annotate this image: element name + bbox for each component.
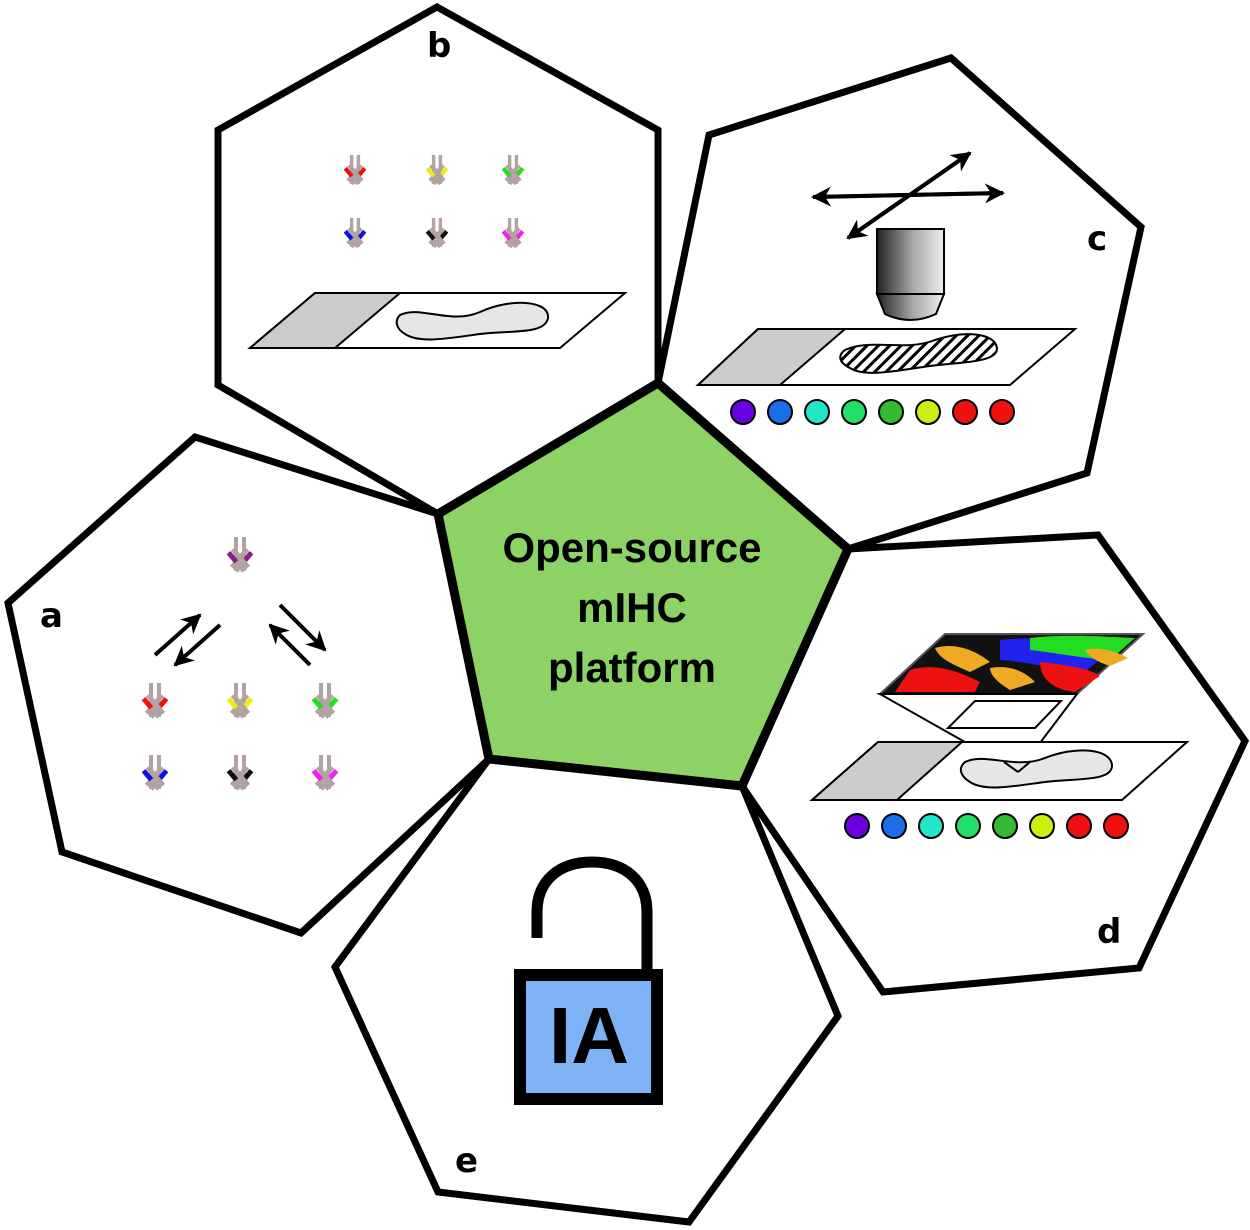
- antibody-icon: [226, 755, 254, 791]
- microscope-objective-icon: [875, 228, 946, 321]
- panel-a-label: a: [40, 596, 63, 636]
- fluorophore-dot: [730, 399, 756, 425]
- center-pentagon: [432, 377, 854, 791]
- scanned-tissue-section: [839, 333, 999, 374]
- antibody-icon: [141, 755, 169, 791]
- fluorophore-dot: [841, 399, 867, 425]
- antibody-icon: [141, 683, 169, 719]
- unbinding-arrow-icon: [173, 623, 222, 667]
- multiplex-image-icon: [877, 633, 1146, 695]
- antibody-icon: [226, 683, 254, 719]
- antibody-icon: [343, 155, 367, 186]
- glass-slide-icon: [695, 328, 1078, 386]
- fluorophore-dot: [844, 813, 870, 839]
- panel-d-label: d: [1097, 912, 1121, 952]
- antibody-icon: [311, 683, 339, 719]
- binding-arrow-icon: [153, 613, 202, 657]
- fluorophore-dot: [955, 813, 981, 839]
- antibody-icon: [501, 218, 525, 249]
- secondary-antibody-grid: [141, 683, 339, 791]
- antibody-icon: [226, 537, 254, 573]
- fluorophore-dot: [952, 399, 978, 425]
- padlock-body: [514, 969, 663, 1105]
- fluorophore-dot: [989, 399, 1015, 425]
- panel-b-content: [247, 155, 628, 349]
- panel-b-label: b: [427, 26, 451, 66]
- antibody-icon: [501, 155, 525, 186]
- fluorophore-dot-row: [844, 813, 1129, 839]
- panel-d-content: [809, 633, 1190, 839]
- antibody-icon: [425, 218, 449, 249]
- fluorophore-dot: [878, 399, 904, 425]
- center-title-line-2: mIHC: [577, 584, 687, 631]
- scan-y-arrow-reverse-icon: [846, 151, 972, 240]
- fluorophore-dot: [1029, 813, 1055, 839]
- region-of-interest-frame: [945, 700, 1064, 729]
- fluorophore-dot: [1103, 813, 1129, 839]
- fluorophore-dot: [1066, 813, 1092, 839]
- fluorophore-dot-row: [730, 399, 1015, 425]
- glass-slide-icon: [247, 292, 628, 349]
- tissue-section: [959, 749, 1114, 789]
- antibody-icon: [311, 755, 339, 791]
- panel-c-label: c: [1087, 219, 1107, 259]
- fluorophore-dot: [918, 813, 944, 839]
- antibody-grid: [343, 155, 525, 249]
- open-padlock-icon: IA: [514, 856, 663, 1105]
- fluorophore-dot: [767, 399, 793, 425]
- binding-arrow-icon: [278, 603, 327, 652]
- panel-a-content: [141, 537, 339, 791]
- panel-c-content: [695, 151, 1078, 425]
- panel-e-label: e: [455, 1141, 478, 1181]
- tissue-section: [395, 301, 549, 341]
- primary-antibody-icon: [226, 537, 254, 573]
- glass-slide-icon: [809, 741, 1190, 801]
- center-title-line-3: platform: [548, 644, 716, 691]
- antibody-icon: [343, 218, 367, 249]
- fluorophore-dot: [915, 399, 941, 425]
- center-title-line-1: Open-source: [502, 524, 761, 571]
- antibody-icon: [425, 155, 449, 186]
- padlock-label: IA: [549, 991, 629, 1080]
- unbinding-arrow-icon: [268, 623, 312, 667]
- fluorophore-dot: [804, 399, 830, 425]
- fluorophore-dot: [992, 813, 1018, 839]
- fluorophore-dot: [881, 813, 907, 839]
